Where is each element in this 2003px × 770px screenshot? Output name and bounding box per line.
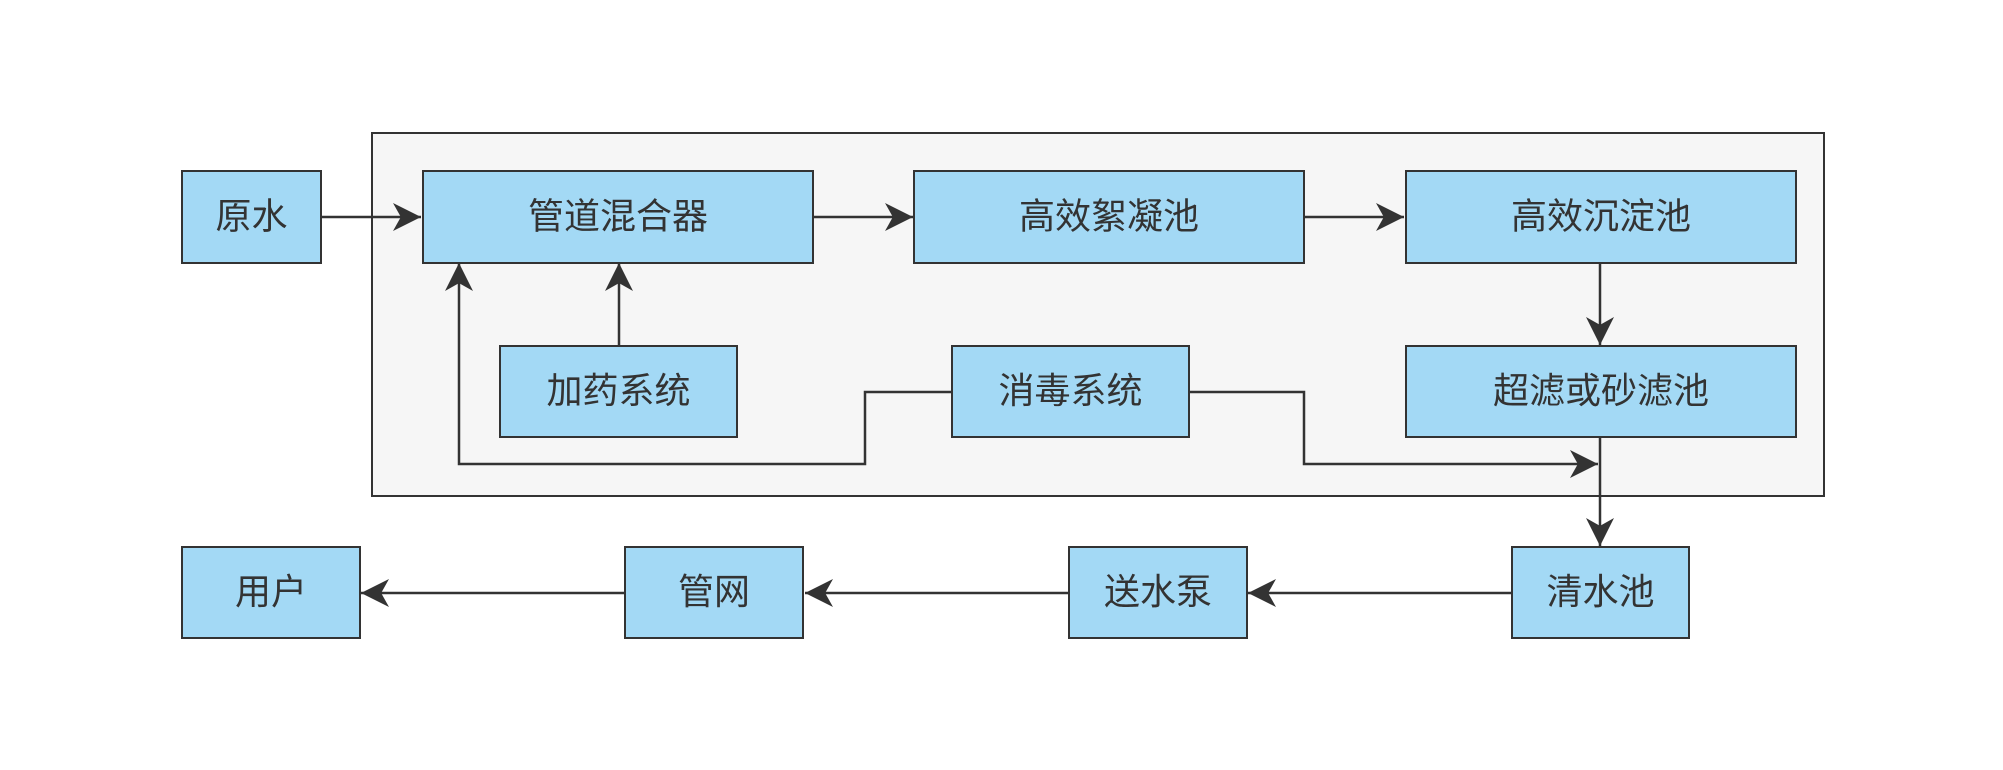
node-filter-tank: 超滤或砂滤池	[1405, 345, 1797, 438]
node-users-label: 用户	[235, 572, 307, 613]
edges	[321, 203, 1614, 607]
node-pipe-mixer-label: 管道混合器	[528, 197, 708, 238]
node-flocculation-tank-label: 高效絮凝池	[1019, 197, 1199, 238]
node-flocculation-tank: 高效絮凝池	[913, 170, 1305, 264]
node-pipe-network-label: 管网	[678, 572, 750, 613]
edge-disinfection-to-filter	[1189, 390, 1598, 478]
node-sedimentation-tank: 高效沉淀池	[1405, 170, 1797, 264]
node-clear-water-tank-label: 清水池	[1546, 572, 1654, 613]
node-pipe-mixer: 管道混合器	[422, 170, 814, 264]
node-sedimentation-tank-label: 高效沉淀池	[1511, 197, 1691, 238]
node-water-pump: 送水泵	[1068, 546, 1248, 639]
node-disinfection-system: 消毒系统	[951, 345, 1190, 438]
node-dosing-system-label: 加药系统	[546, 371, 690, 412]
node-users: 用户	[181, 546, 361, 639]
node-filter-tank-label: 超滤或砂滤池	[1493, 371, 1709, 412]
node-disinfection-system-label: 消毒系统	[998, 371, 1142, 412]
node-water-pump-label: 送水泵	[1104, 572, 1212, 613]
node-raw-water: 原水	[181, 170, 322, 264]
node-dosing-system: 加药系统	[499, 345, 738, 438]
node-clear-water-tank: 清水池	[1511, 546, 1690, 639]
node-pipe-network: 管网	[624, 546, 804, 639]
node-raw-water-label: 原水	[215, 197, 287, 238]
edge-disinfection-to-pipe-mixer	[445, 263, 951, 466]
